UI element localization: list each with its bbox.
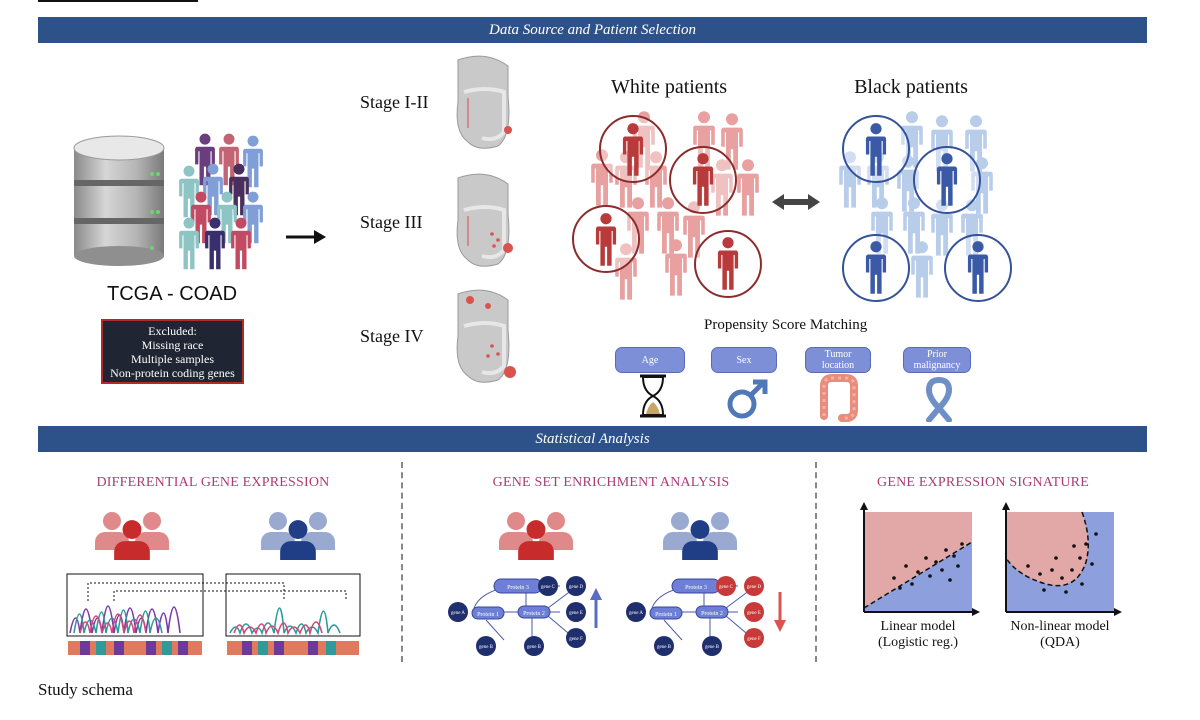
sequencing-chromatogram	[66, 573, 361, 655]
section-band-title: Statistical Analysis	[535, 431, 650, 447]
covariate-prior-malignancy: Prior malignancy	[903, 347, 971, 373]
section-divider	[815, 462, 817, 662]
pathway-node-label: gene B	[705, 645, 720, 650]
top-rule	[38, 0, 198, 2]
up-arrow-icon	[590, 588, 602, 628]
pathway-network-up: Protein 3 Protein 1 Protein 2 gene A gen…	[448, 576, 602, 656]
black-group-icon	[261, 512, 335, 560]
nonlinear-model-label: Non-linear model (QDA)	[990, 619, 1130, 651]
pathway-node-label: gene B	[527, 645, 542, 650]
linear-model-label: Linear model (Logistic reg.)	[848, 619, 988, 651]
nonlinear-model-plot	[1002, 502, 1122, 616]
male-symbol-icon	[727, 379, 768, 419]
section-band-analysis: Statistical Analysis	[38, 426, 1147, 452]
white-patients-group	[572, 111, 762, 300]
model-name: Non-linear model	[1010, 619, 1110, 634]
black-group-icon	[663, 512, 737, 560]
exclusion-box: Excluded: Missing race Multiple samples …	[101, 319, 244, 384]
pathway-node-label: Protein 3	[685, 585, 707, 591]
exclusion-item: Non-protein coding genes	[110, 366, 235, 380]
linear-model-plot	[860, 502, 980, 616]
pathway-node-label: gene E	[569, 611, 583, 616]
exclusion-item: Missing race	[141, 338, 204, 352]
black-patients-title: Black patients	[854, 76, 968, 98]
pathway-node-label: gene F	[747, 637, 761, 642]
pathway-node-label: gene A	[451, 611, 465, 616]
covariate-label: Prior malignancy	[913, 349, 961, 371]
pathway-network-down: Protein 3 Protein 1 Protein 2 gene A gen…	[626, 576, 786, 656]
pathway-node-label: gene A	[629, 611, 643, 616]
pathway-node-label: gene C	[719, 585, 734, 590]
white-group-icon	[499, 512, 573, 560]
people-group-icon	[179, 133, 263, 270]
down-arrow-icon	[774, 592, 786, 632]
pathway-node-label: gene F	[569, 637, 583, 642]
covariate-age: Age	[615, 347, 685, 373]
section-title-gsea: GENE SET ENRICHMENT ANALYSIS	[492, 475, 730, 490]
intestine-icon	[820, 374, 858, 422]
awareness-ribbon-icon	[925, 377, 953, 422]
covariate-sex: Sex	[711, 347, 777, 373]
black-patients-group	[839, 111, 1012, 302]
model-detail: (QDA)	[1040, 635, 1080, 650]
model-name: Linear model	[880, 619, 956, 634]
white-group-icon	[95, 512, 169, 560]
pathway-node-label: gene D	[569, 585, 584, 590]
covariate-label: Sex	[736, 354, 752, 366]
exclusion-title: Excluded:	[148, 324, 197, 338]
psm-title: Propensity Score Matching	[704, 317, 868, 333]
data-source-label: TCGA - COAD	[107, 283, 238, 305]
section-band-title: Data Source and Patient Selection	[489, 22, 696, 38]
pathway-node-label: gene E	[747, 611, 761, 616]
colon-icon	[456, 289, 516, 383]
pathway-node-label: Protein 2	[701, 611, 723, 617]
section-divider	[401, 462, 403, 662]
colon-icon	[456, 55, 512, 149]
pathway-node-label: gene B	[657, 645, 672, 650]
covariate-label: Tumor location	[821, 349, 855, 371]
right-arrow-icon	[286, 230, 326, 244]
pathway-node-label: Protein 1	[477, 612, 499, 618]
database-icon	[73, 135, 165, 266]
section-band-data-source: Data Source and Patient Selection	[38, 17, 1147, 43]
pathway-node-label: gene B	[479, 645, 494, 650]
figure-caption: Study schema	[38, 680, 133, 699]
covariate-label: Age	[641, 354, 659, 366]
colon-icon	[456, 173, 513, 267]
hourglass-icon	[640, 374, 666, 418]
pathway-node-label: Protein 3	[507, 585, 529, 591]
pathway-node-label: Protein 2	[523, 611, 545, 617]
pathway-node-label: Protein 1	[655, 612, 677, 618]
pathway-node-label: gene D	[747, 585, 762, 590]
stage-label-4: Stage IV	[360, 326, 424, 346]
stage-label-3: Stage III	[360, 212, 423, 232]
section-title-signature: GENE EXPRESSION SIGNATURE	[877, 475, 1089, 490]
covariate-tumor-location: Tumor location	[805, 347, 871, 373]
pathway-node-label: gene C	[541, 585, 556, 590]
model-detail: (Logistic reg.)	[877, 635, 959, 650]
exclusion-item: Multiple samples	[131, 352, 214, 366]
stage-label-1-2: Stage I-II	[360, 92, 429, 112]
section-title-dge: DIFFERENTIAL GENE EXPRESSION	[96, 475, 330, 490]
white-patients-title: White patients	[610, 76, 728, 98]
double-arrow-icon	[772, 194, 820, 210]
